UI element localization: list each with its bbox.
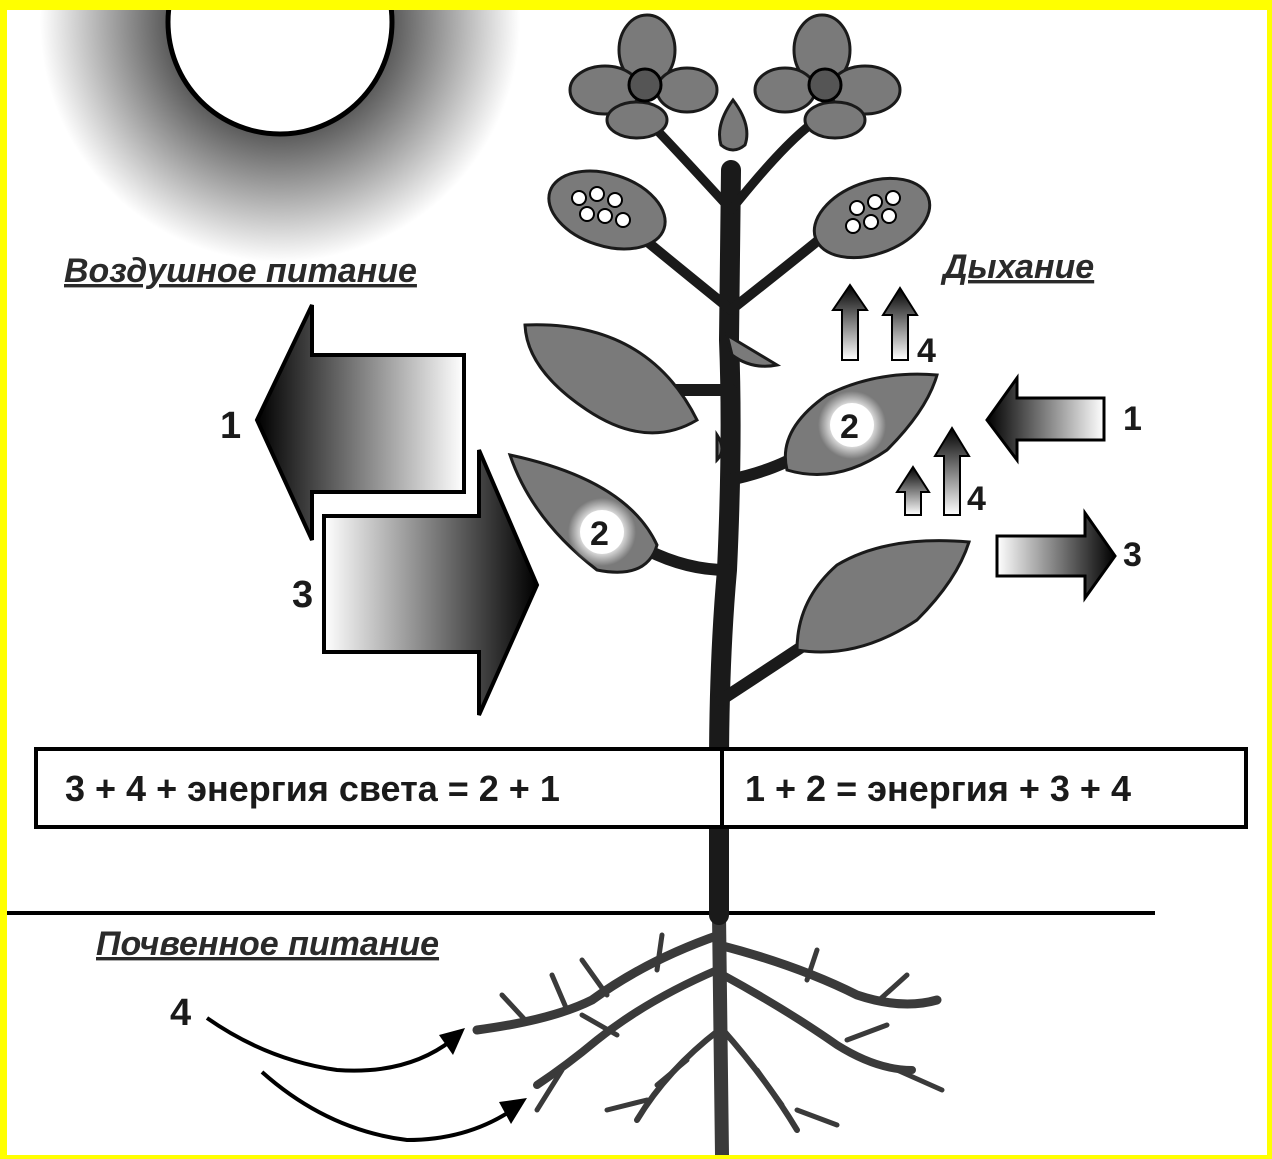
- flowers: [568, 13, 902, 140]
- equation-photosynthesis: 3 + 4 + энергия света = 2 + 1: [65, 768, 560, 809]
- small-arrow-out-3: [995, 508, 1117, 603]
- plant-roots: [472, 908, 945, 1155]
- plant-nutrition-diagram: Воздушное питание Дыхание Почвенное пита…: [7, 10, 1248, 1155]
- equation-respiration: 1 + 2 = энергия + 3 + 4: [745, 768, 1131, 809]
- large-arrow-out-left: [254, 304, 466, 541]
- label-resp-4-mid: 4: [967, 480, 986, 518]
- leaf-product-spot-left: 2: [568, 498, 636, 566]
- label-leaf-left-2: 2: [590, 515, 609, 553]
- soil-intake-arrows: [205, 1016, 527, 1143]
- label-leaf-right-2: 2: [840, 408, 859, 446]
- label-resp-4-top: 4: [917, 332, 936, 370]
- respiration-heading: Дыхание: [940, 248, 1094, 286]
- leaf-product-spot-right: 2: [818, 391, 886, 459]
- arrows-up-mid: [895, 426, 971, 516]
- label-resp-3: 3: [1123, 536, 1142, 574]
- soil-nutrition-heading: Почвенное питание: [96, 925, 439, 963]
- equation-box-photosynthesis: 3 + 4 + энергия света = 2 + 1: [34, 747, 724, 829]
- large-arrow-in-right: [322, 449, 540, 716]
- diagram-frame: Воздушное питание Дыхание Почвенное пита…: [7, 10, 1267, 1155]
- label-resp-1: 1: [1123, 400, 1142, 438]
- seed-pods: [547, 169, 932, 260]
- small-arrow-in-1: [985, 373, 1106, 465]
- label-left-3: 3: [292, 574, 313, 616]
- sun-icon: [40, 10, 520, 262]
- equation-box-respiration: 1 + 2 = энергия + 3 + 4: [720, 747, 1248, 829]
- air-nutrition-heading: Воздушное питание: [64, 252, 417, 290]
- label-left-1: 1: [220, 405, 241, 447]
- arrows-up-top: [831, 283, 919, 361]
- label-soil-4: 4: [170, 992, 191, 1034]
